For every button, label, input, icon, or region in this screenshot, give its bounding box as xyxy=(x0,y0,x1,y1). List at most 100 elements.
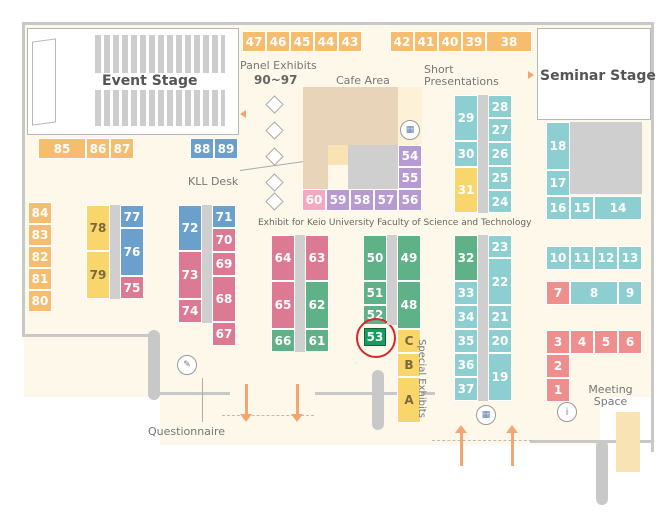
booth-41[interactable]: 41 xyxy=(414,31,438,52)
booth-59[interactable]: 59 xyxy=(326,189,350,211)
booth-61[interactable]: 61 xyxy=(305,329,329,352)
booth-9[interactable]: 9 xyxy=(618,281,642,305)
booth-55[interactable]: 55 xyxy=(398,167,422,189)
booth-47[interactable]: 47 xyxy=(242,31,266,52)
booth-82[interactable]: 82 xyxy=(28,246,52,268)
booth-75[interactable]: 75 xyxy=(120,276,144,299)
booth-68[interactable]: 68 xyxy=(212,276,236,322)
booth-17[interactable]: 17 xyxy=(546,170,570,196)
booth-64[interactable]: 64 xyxy=(271,235,295,281)
booth-15[interactable]: 15 xyxy=(570,196,594,220)
booth-65[interactable]: 65 xyxy=(271,281,295,329)
meeting-space[interactable] xyxy=(616,412,640,472)
booth-45[interactable]: 45 xyxy=(290,31,314,52)
booth-29[interactable]: 29 xyxy=(454,95,478,141)
booth-30[interactable]: 30 xyxy=(454,141,478,167)
booth-13[interactable]: 13 xyxy=(618,246,642,270)
booth-63[interactable]: 63 xyxy=(305,235,329,281)
cafe-area-label: Cafe Area xyxy=(336,74,390,87)
exit-arrow-icon xyxy=(460,432,463,466)
booth-43[interactable]: 43 xyxy=(338,31,362,52)
booth-B[interactable]: B xyxy=(397,353,421,377)
event-stage-seating xyxy=(95,35,225,73)
booth-58[interactable]: 58 xyxy=(350,189,374,211)
booth-28[interactable]: 28 xyxy=(488,95,512,118)
booth-77[interactable]: 77 xyxy=(120,205,144,228)
booth-20[interactable]: 20 xyxy=(488,329,512,353)
booth-12[interactable]: 12 xyxy=(594,246,618,270)
booth-18[interactable]: 18 xyxy=(546,122,570,170)
booth-71[interactable]: 71 xyxy=(212,205,236,228)
booth-42[interactable]: 42 xyxy=(390,31,414,52)
booth-22[interactable]: 22 xyxy=(488,258,512,305)
short-presentations-label: Short Presentations xyxy=(424,63,499,88)
booth-6[interactable]: 6 xyxy=(618,330,642,354)
booth-33[interactable]: 33 xyxy=(454,281,478,305)
booth-83[interactable]: 83 xyxy=(28,224,52,246)
booth-14[interactable]: 14 xyxy=(594,196,642,220)
booth-21[interactable]: 21 xyxy=(488,305,512,329)
booth-70[interactable]: 70 xyxy=(212,228,236,252)
booth-19[interactable]: 19 xyxy=(488,353,512,401)
booth-81[interactable]: 81 xyxy=(28,268,52,290)
booth-8[interactable]: 8 xyxy=(570,281,618,305)
booth-46[interactable]: 46 xyxy=(266,31,290,52)
booth-51[interactable]: 51 xyxy=(363,281,387,305)
booth-54[interactable]: 54 xyxy=(398,145,422,167)
booth-85[interactable]: 85 xyxy=(38,138,86,159)
booth-24[interactable]: 24 xyxy=(488,190,512,213)
booth-23[interactable]: 23 xyxy=(488,235,512,258)
booth-73[interactable]: 73 xyxy=(178,251,202,299)
booth-34[interactable]: 34 xyxy=(454,305,478,329)
booth-86[interactable]: 86 xyxy=(86,138,110,159)
booth-4[interactable]: 4 xyxy=(570,330,594,354)
booth-7[interactable]: 7 xyxy=(546,281,570,305)
booth-88[interactable]: 88 xyxy=(190,138,214,159)
booth-16[interactable]: 16 xyxy=(546,196,570,220)
booth-49[interactable]: 49 xyxy=(397,235,421,281)
booth-74[interactable]: 74 xyxy=(178,299,202,323)
booth-1[interactable]: 1 xyxy=(546,378,570,402)
booth-57[interactable]: 57 xyxy=(374,189,398,211)
booth-36[interactable]: 36 xyxy=(454,353,478,377)
booth-27[interactable]: 27 xyxy=(488,118,512,142)
booth-37[interactable]: 37 xyxy=(454,377,478,401)
booth-84[interactable]: 84 xyxy=(28,202,52,224)
booth-44[interactable]: 44 xyxy=(314,31,338,52)
booth-78[interactable]: 78 xyxy=(86,205,110,251)
booth-3[interactable]: 3 xyxy=(546,330,570,354)
booth-11[interactable]: 11 xyxy=(570,246,594,270)
booth-89[interactable]: 89 xyxy=(214,138,238,159)
booth-39[interactable]: 39 xyxy=(462,31,486,52)
booth-10[interactable]: 10 xyxy=(546,246,570,270)
booth-56[interactable]: 56 xyxy=(398,189,422,211)
booth-87[interactable]: 87 xyxy=(110,138,134,159)
booth-62[interactable]: 62 xyxy=(305,281,329,329)
booth-48[interactable]: 48 xyxy=(397,281,421,329)
booth-35[interactable]: 35 xyxy=(454,329,478,353)
booth-38[interactable]: 38 xyxy=(486,31,532,52)
booth-66[interactable]: 66 xyxy=(271,329,295,352)
arrow-down-icon xyxy=(291,414,303,422)
booth-32[interactable]: 32 xyxy=(454,235,478,281)
booth-69[interactable]: 69 xyxy=(212,252,236,276)
booth-67[interactable]: 67 xyxy=(212,322,236,346)
booth-79[interactable]: 79 xyxy=(86,251,110,299)
seminar-stage[interactable] xyxy=(537,28,651,120)
cafe-area[interactable] xyxy=(303,87,398,145)
right-block-gray xyxy=(570,122,642,194)
booth-76[interactable]: 76 xyxy=(120,228,144,276)
booth-50[interactable]: 50 xyxy=(363,235,387,281)
booth-60[interactable]: 60 xyxy=(302,189,326,211)
booth-25[interactable]: 25 xyxy=(488,166,512,190)
booth-C[interactable]: C xyxy=(397,329,421,353)
kll-desk[interactable] xyxy=(328,145,348,165)
booth-72[interactable]: 72 xyxy=(178,205,202,251)
booth-A[interactable]: A xyxy=(397,377,421,423)
booth-2[interactable]: 2 xyxy=(546,354,570,378)
booth-26[interactable]: 26 xyxy=(488,142,512,166)
booth-5[interactable]: 5 xyxy=(594,330,618,354)
booth-40[interactable]: 40 xyxy=(438,31,462,52)
booth-80[interactable]: 80 xyxy=(28,290,52,312)
booth-31[interactable]: 31 xyxy=(454,167,478,213)
